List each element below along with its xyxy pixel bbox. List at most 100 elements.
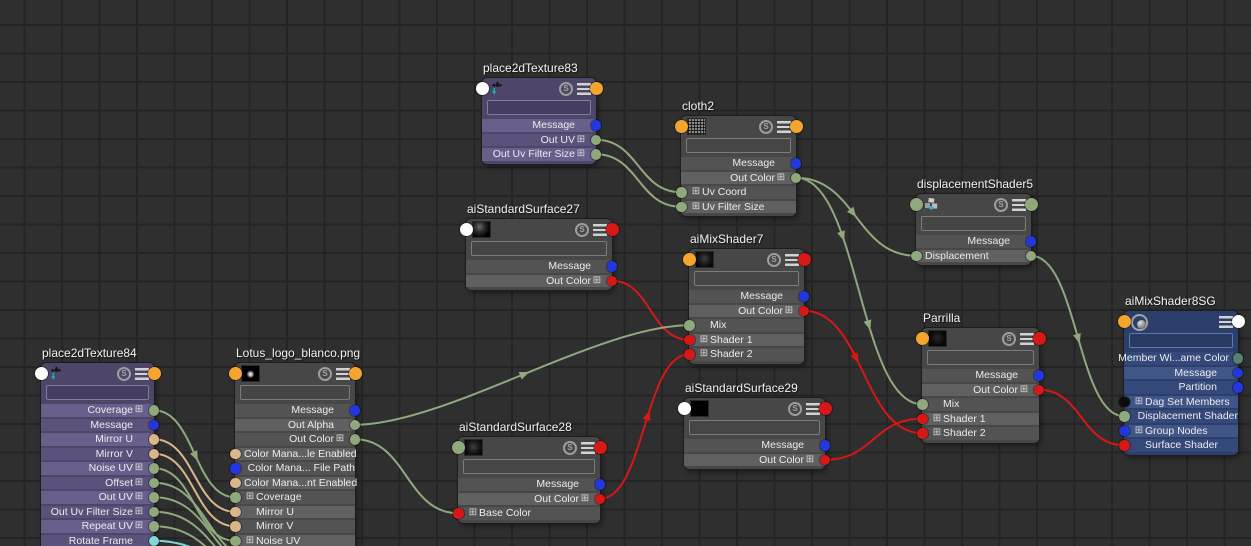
output-port[interactable] bbox=[819, 440, 830, 451]
state-dot-left[interactable] bbox=[451, 441, 465, 454]
wire[interactable] bbox=[1038, 388, 1125, 447]
state-dot-left[interactable] bbox=[1117, 315, 1131, 328]
wire[interactable] bbox=[803, 309, 923, 435]
expand-icon[interactable]: ⊞ bbox=[468, 507, 478, 519]
output-port[interactable] bbox=[590, 149, 601, 160]
row-message[interactable]: Message bbox=[466, 260, 617, 273]
transform-icon[interactable] bbox=[48, 366, 65, 381]
swatch-badge-icon[interactable]: S bbox=[759, 120, 773, 134]
input-port[interactable] bbox=[230, 477, 241, 488]
row-out-color[interactable]: Out Color⊞ bbox=[684, 453, 830, 466]
input-port[interactable] bbox=[1119, 411, 1130, 422]
state-dot-left[interactable] bbox=[677, 402, 691, 415]
row-color-mana-file-path[interactable]: Color Mana... File Path bbox=[230, 462, 355, 475]
output-port[interactable] bbox=[1232, 382, 1243, 393]
output-port[interactable] bbox=[594, 479, 605, 490]
expand-icon[interactable]: ⊞ bbox=[134, 404, 144, 416]
row-offset[interactable]: Offset⊞ bbox=[41, 476, 159, 489]
row-out-uv[interactable]: Out UV⊞ bbox=[41, 491, 159, 504]
row-out-uv-filter-size[interactable]: Out Uv Filter Size⊞ bbox=[41, 505, 159, 518]
row-repeat-uv[interactable]: Repeat UV⊞ bbox=[41, 520, 159, 533]
row-out-color[interactable]: Out Color⊞ bbox=[458, 492, 605, 505]
row-out-color[interactable]: Out Color⊞ bbox=[922, 383, 1044, 396]
node-name-field[interactable] bbox=[463, 459, 595, 474]
state-dot-left[interactable] bbox=[34, 367, 48, 380]
row-message[interactable]: Message bbox=[916, 235, 1036, 248]
expand-icon[interactable]: ⊞ bbox=[932, 412, 942, 424]
expand-icon[interactable]: ⊞ bbox=[134, 505, 144, 517]
state-dot-right[interactable] bbox=[797, 253, 811, 266]
display-mode-icon[interactable] bbox=[581, 442, 595, 454]
output-port[interactable] bbox=[798, 291, 809, 302]
output-port[interactable] bbox=[148, 535, 159, 546]
output-port[interactable] bbox=[798, 305, 809, 316]
row-mirror-u[interactable]: Mirror U bbox=[230, 505, 355, 518]
display-mode-icon[interactable] bbox=[1012, 199, 1026, 211]
swatch-badge-icon[interactable]: S bbox=[559, 82, 573, 96]
displacement-icon[interactable] bbox=[923, 196, 940, 212]
row-group-nodes[interactable]: ⊞Group Nodes bbox=[1119, 424, 1238, 437]
swatch-badge-icon[interactable]: S bbox=[575, 223, 589, 237]
input-port[interactable] bbox=[1119, 396, 1130, 407]
row-displacement[interactable]: Displacement bbox=[911, 249, 1036, 262]
input-port[interactable] bbox=[1119, 425, 1130, 436]
expand-icon[interactable]: ⊞ bbox=[699, 333, 709, 345]
sg-icon[interactable] bbox=[1131, 314, 1148, 331]
black-icon[interactable] bbox=[691, 401, 708, 416]
output-port[interactable] bbox=[1232, 353, 1243, 364]
output-port[interactable] bbox=[148, 477, 159, 488]
row-rotate-frame[interactable]: Rotate Frame bbox=[41, 534, 159, 546]
row-out-color[interactable]: Out Color⊞ bbox=[681, 171, 801, 184]
output-port[interactable] bbox=[819, 454, 830, 465]
expand-icon[interactable]: ⊞ bbox=[1134, 395, 1144, 407]
input-port[interactable] bbox=[230, 463, 241, 474]
row-out-alpha[interactable]: Out Alpha bbox=[235, 418, 360, 431]
input-port[interactable] bbox=[1119, 440, 1130, 451]
expand-icon[interactable]: ⊞ bbox=[805, 453, 815, 465]
state-dot-right[interactable] bbox=[605, 223, 619, 236]
swatch-badge-icon[interactable]: S bbox=[994, 198, 1008, 212]
row-out-color[interactable]: Out Color⊞ bbox=[466, 274, 617, 287]
expand-icon[interactable]: ⊞ bbox=[335, 433, 345, 445]
row-shader-1[interactable]: ⊞Shader 1 bbox=[684, 333, 804, 346]
row-message[interactable]: Message bbox=[482, 119, 601, 132]
wire[interactable] bbox=[153, 539, 305, 546]
state-dot-left[interactable] bbox=[674, 120, 688, 133]
row-message[interactable]: Message bbox=[41, 418, 159, 431]
display-mode-icon[interactable] bbox=[336, 368, 350, 380]
input-port[interactable] bbox=[230, 521, 241, 532]
input-port[interactable] bbox=[230, 506, 241, 517]
row-surface-shader[interactable]: Surface Shader bbox=[1119, 439, 1238, 452]
row-out-uv[interactable]: Out UV⊞ bbox=[482, 133, 601, 146]
input-port[interactable] bbox=[684, 320, 695, 331]
node-name-field[interactable] bbox=[686, 138, 791, 153]
row-message[interactable]: Message bbox=[922, 369, 1044, 382]
row-shader-2[interactable]: ⊞Shader 2 bbox=[917, 427, 1039, 440]
wire[interactable] bbox=[153, 496, 272, 546]
wire[interactable] bbox=[595, 138, 682, 194]
input-port[interactable] bbox=[917, 428, 928, 439]
row-message[interactable]: Message bbox=[689, 290, 809, 303]
input-port[interactable] bbox=[230, 535, 241, 546]
row-base-color[interactable]: ⊞Base Color bbox=[453, 507, 600, 520]
output-port[interactable] bbox=[148, 434, 159, 445]
state-dot-left[interactable] bbox=[459, 223, 473, 236]
row-message[interactable]: Message bbox=[684, 439, 830, 452]
expand-icon[interactable]: ⊞ bbox=[134, 462, 144, 474]
expand-icon[interactable]: ⊞ bbox=[699, 348, 709, 360]
state-dot-right[interactable] bbox=[1032, 332, 1046, 345]
cloth-icon[interactable] bbox=[688, 119, 705, 134]
output-port[interactable] bbox=[148, 506, 159, 517]
row-mirror-v[interactable]: Mirror V bbox=[41, 447, 159, 460]
row-coverage[interactable]: Coverage⊞ bbox=[41, 404, 159, 417]
row-shader-2[interactable]: ⊞Shader 2 bbox=[684, 348, 804, 361]
expand-icon[interactable]: ⊞ bbox=[245, 534, 255, 546]
row-member-wi-ame-color[interactable]: Member Wi...ame Color bbox=[1118, 352, 1243, 365]
expand-icon[interactable]: ⊞ bbox=[1019, 383, 1029, 395]
